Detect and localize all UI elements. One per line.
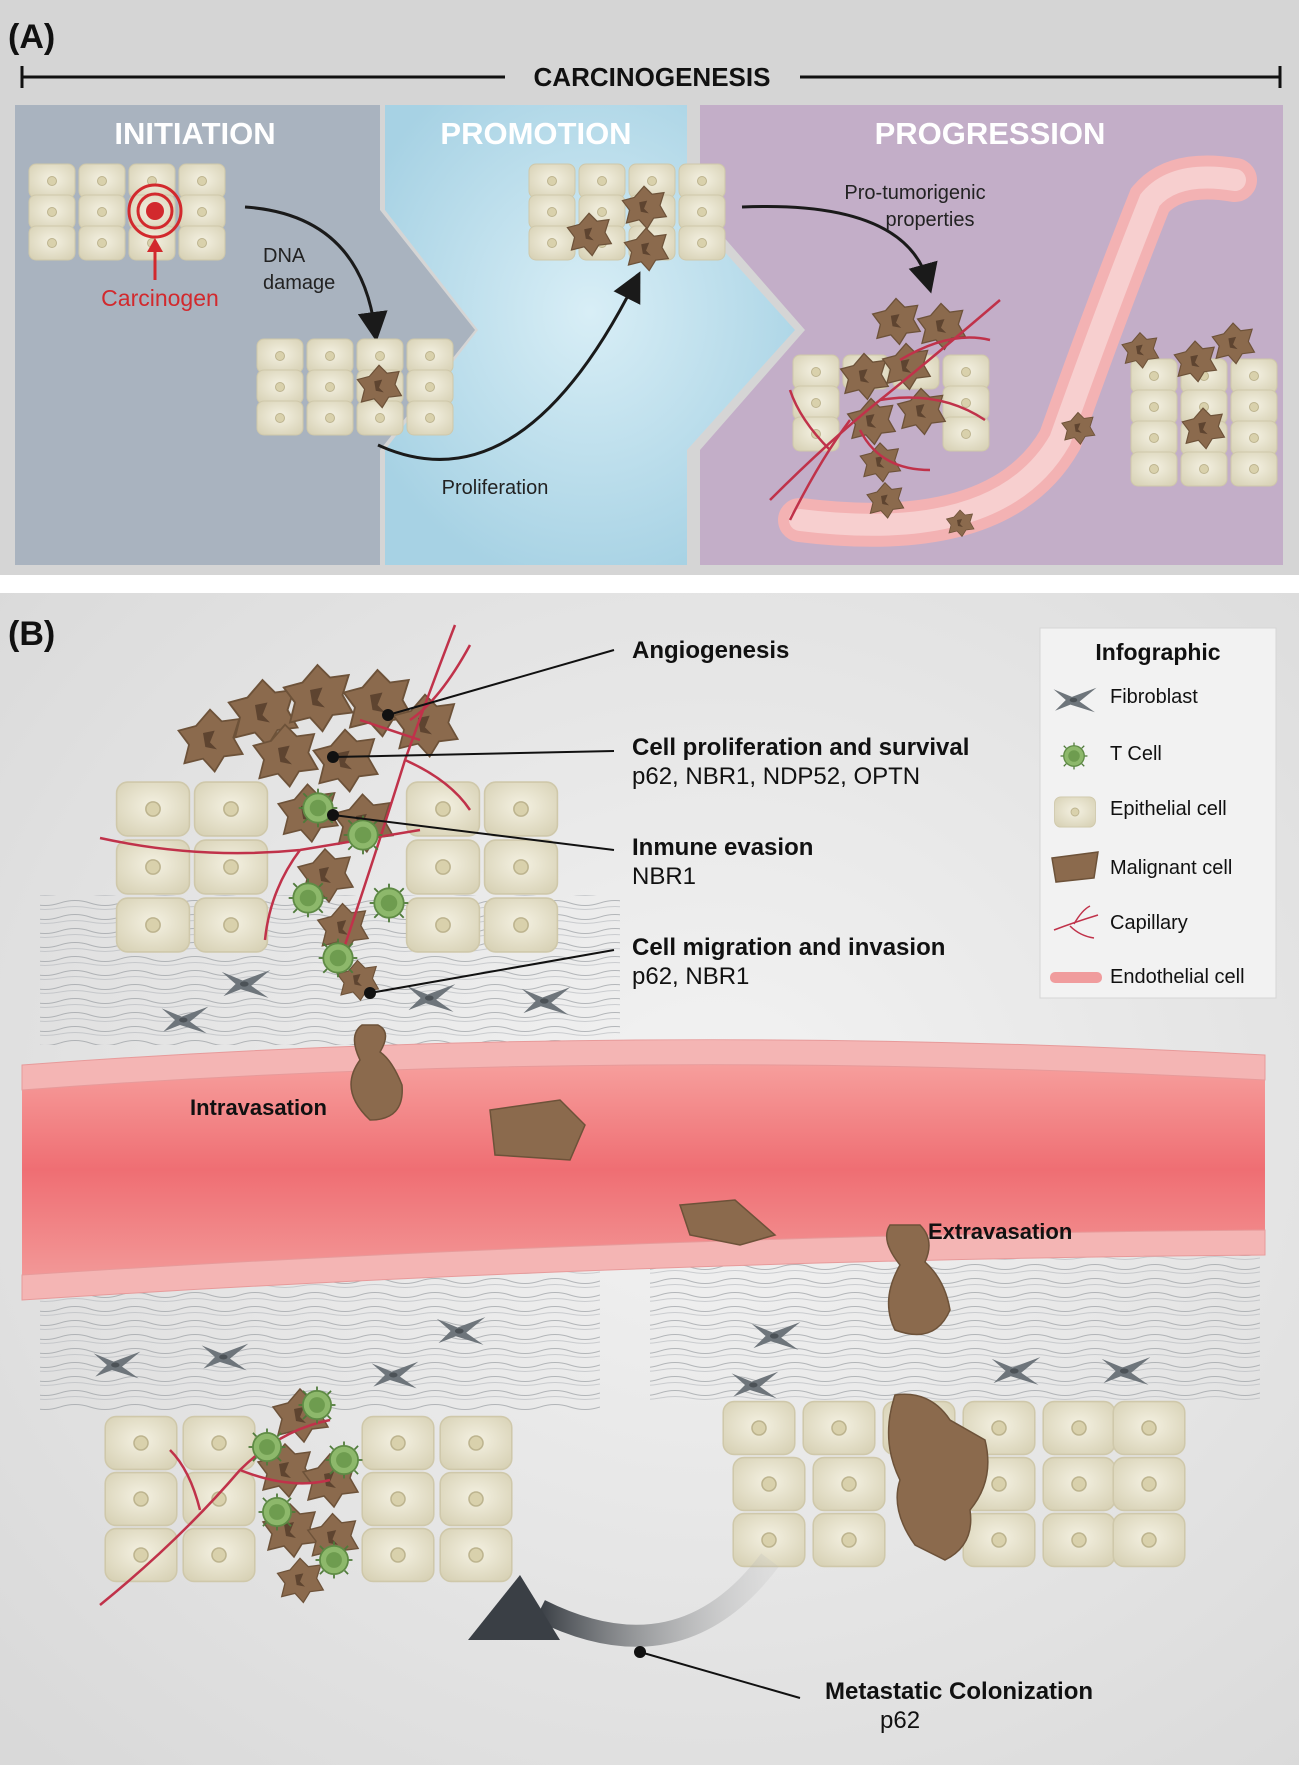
immune-evasion-genes: NBR1	[632, 863, 696, 890]
carcinogenesis-title: CARCINOGENESIS	[534, 62, 771, 92]
pro-tumorigenic-label-line2: properties	[886, 209, 975, 231]
progression-vessel-lumen	[789, 166, 1246, 536]
immune-evasion-label: Inmune evasion	[632, 834, 813, 861]
extravasating-cell	[885, 1224, 951, 1336]
metastatic-colonization-arrow	[535, 1553, 779, 1647]
legend-item-fibroblast: Fibroblast	[1110, 686, 1198, 708]
primary-tumor	[177, 664, 586, 1161]
stage-initiation: INITIATION	[114, 116, 275, 151]
proliferation-arrow	[377, 271, 641, 461]
angiogenesis-label: Angiogenesis	[632, 637, 789, 664]
pro-tumorigenic-label-line1: Pro-tumorigenic	[844, 182, 985, 204]
metastatic-arrowhead-icon	[468, 1575, 560, 1640]
legend-item-t-cell: T Cell	[1110, 743, 1162, 765]
pro-tumorigenic-arrow	[741, 204, 938, 294]
proliferation-label: Proliferation	[442, 477, 549, 499]
progression-capillaries	[769, 299, 1001, 521]
leader-lines	[332, 649, 801, 1699]
legend-item-epithelial-cell: Epithelial cell	[1110, 798, 1227, 820]
carcinogenesis-bracket	[20, 66, 1282, 88]
malignant-cell-icon	[1051, 851, 1099, 883]
legend-item-capillary: Capillary	[1110, 912, 1188, 934]
panel-b-label: (B)	[8, 615, 55, 653]
extravasation-label: Extravasation	[928, 1219, 1072, 1244]
legend-item-endothelial-cell: Endothelial cell	[1110, 966, 1245, 988]
cell-proliferation-genes: p62, NBR1, NDP52, OPTN	[632, 763, 920, 790]
carcinogen-label: Carcinogen	[101, 285, 219, 311]
stage-promotion: PROMOTION	[440, 116, 631, 151]
carcinogen-arrow-icon	[147, 238, 163, 280]
epithelial-cell-icon	[1054, 796, 1096, 828]
cell-proliferation-label: Cell proliferation and survival	[632, 734, 969, 761]
secondary-epithelium-right	[722, 1393, 1186, 1568]
carcinogen-target-icon	[127, 183, 183, 239]
cell-migration-label: Cell migration and invasion	[632, 934, 945, 961]
intravasation-label: Intravasation	[190, 1095, 327, 1120]
capillary-icon	[1053, 905, 1099, 939]
vessel-endothelium-bottom	[21, 1229, 1266, 1301]
secondary-epithelium-left	[104, 1388, 513, 1604]
metastatic-colonization-genes: p62	[880, 1707, 920, 1734]
dna-damage-label-line1: DNA	[263, 245, 306, 267]
legend-title: Infographic	[1095, 639, 1220, 665]
cell-migration-genes: p62, NBR1	[632, 963, 749, 990]
stage-progression: PROGRESSION	[875, 116, 1106, 151]
panel-a-label: (A)	[8, 18, 55, 56]
ecm-fibers-bottom-right	[650, 1240, 1260, 1400]
legend-item-malignant-cell: Malignant cell	[1110, 857, 1232, 879]
dna-damage-label-line2: damage	[263, 272, 335, 294]
t-cell-icon	[1059, 741, 1089, 771]
metastatic-colonization-label: Metastatic Colonization	[825, 1678, 1093, 1705]
legend-box: Infographic Fibroblast T Cell Epithelial…	[1039, 627, 1277, 999]
dna-damage-arrow	[244, 205, 388, 342]
secondary-capillaries	[99, 1418, 331, 1606]
blood-vessel	[22, 1054, 1265, 1285]
circulating-cell	[678, 1199, 777, 1246]
leader-line-dots	[327, 709, 646, 1658]
endothelial-cell-icon	[1050, 972, 1102, 983]
